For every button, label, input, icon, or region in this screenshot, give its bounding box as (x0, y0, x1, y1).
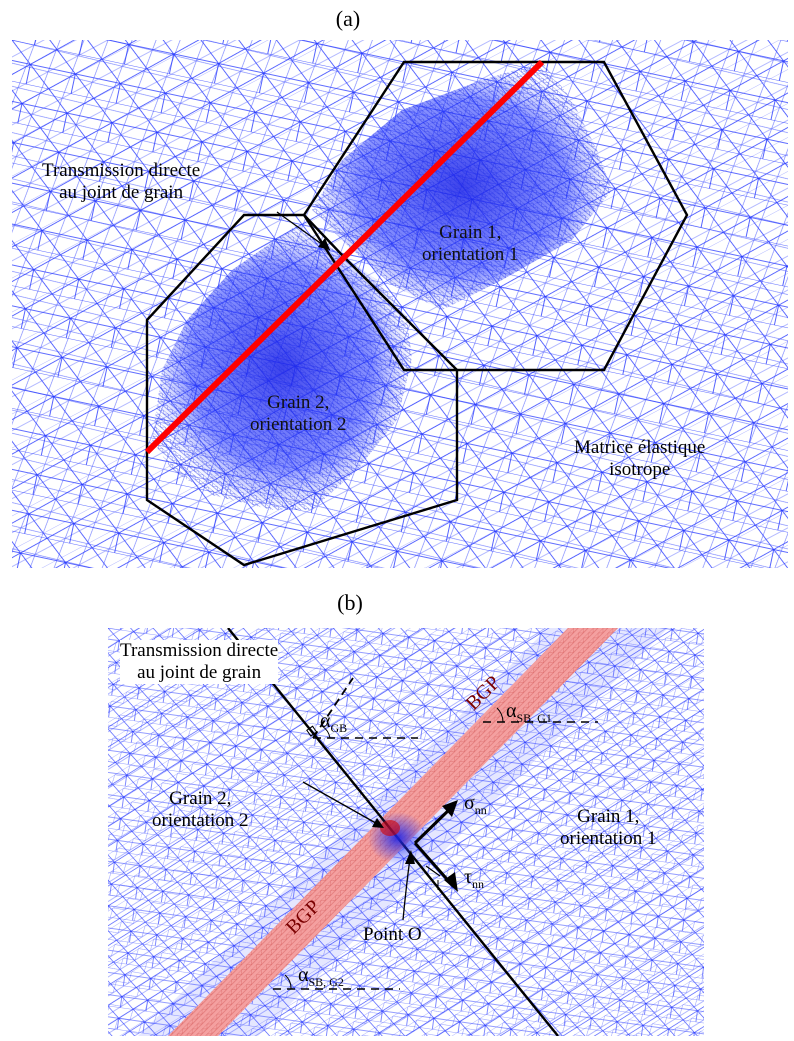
panel-b-alpha-gb-sub: GB (330, 721, 348, 735)
panel-a-grain2-line2: orientation 2 (250, 414, 347, 435)
panel-b-intersection-core (380, 820, 400, 836)
panel-a-grain2-line1: Grain 2, (267, 392, 330, 413)
panel-a-matrix-line1: Matrice élastique (574, 437, 706, 458)
panel-b-point-o-arrowhead (405, 850, 415, 864)
panel-b-alpha-gb-arc (321, 725, 331, 739)
panel-b-transmission-label: Transmission directe au joint de grain (120, 640, 279, 684)
panel-b-tau-nn-sub: nn (472, 877, 485, 891)
panel-a-transmission-line2: au joint de grain (59, 182, 184, 203)
panel-b-grain1-line1: Grain 1, (577, 806, 640, 827)
panel-a-transmission-arrowhead (318, 238, 330, 250)
panel-a-label: (a) (335, 6, 361, 31)
panel-b-alpha-gb: αGB (320, 710, 347, 736)
panel-b-alpha-sb-g2: αSB, G2 (298, 964, 344, 990)
panel-b-transmission-arrowhead (372, 818, 384, 828)
panel-b-transmission-line1: Transmission directe (120, 640, 279, 661)
panel-b-alpha-sb-g2-base: α (298, 964, 309, 986)
panel-a-transmission-label: Transmission directe au joint de grain (42, 160, 200, 204)
panel-b-alpha-sb-g1-sub: SB, G1 (516, 711, 552, 725)
panel-b-alpha-sb-g2-sub: SB, G2 (308, 975, 344, 989)
panel-a-fine-mesh-grain1 (312, 62, 612, 310)
panel-b-tau-tick (425, 865, 441, 877)
panel-a-fine-mesh-grain2 (152, 225, 412, 510)
panel-b-sigma-arrowhead (442, 800, 458, 817)
panel-a-transmission-line1: Transmission directe (42, 160, 201, 181)
panel-b-figure: Transmission directe au joint de grain G… (108, 628, 704, 1036)
panel-b-tau-arrowhead (444, 872, 458, 892)
panel-b-tau-nn: τnn (464, 866, 484, 892)
panel-b-right-angle-mark (306, 725, 318, 737)
panel-a-figure: Transmission directe au joint de grain G… (12, 40, 788, 568)
panel-b-transmission-arrow-line (302, 781, 382, 827)
panel-b-sigma-arrow-line (413, 804, 455, 845)
panel-a-grain2-label: Grain 2, orientation 2 (250, 392, 347, 436)
panel-b-sigma-nn: σnn (464, 792, 487, 818)
panel-b-svg (108, 628, 704, 1036)
panel-a-grain1-line1: Grain 1, (439, 222, 502, 243)
panel-b-point-o-label: Point O (363, 924, 422, 945)
panel-b-tau-nn-base: τ (464, 866, 473, 888)
panel-b-grain1-line2: orientation 1 (560, 828, 657, 849)
panel-b-alpha-sb-g2-arc (284, 974, 292, 990)
panel-a-slip-band (144, 59, 545, 455)
panel-b-alpha-sb-g1-arc (496, 707, 504, 723)
panel-b-transmission-line2: au joint de grain (137, 662, 262, 683)
panel-b-alpha-sb-g1-base: α (506, 700, 517, 722)
panel-a-grain2-outline (145, 213, 459, 567)
panel-b-grain2-label: Grain 2, orientation 2 (152, 788, 249, 832)
panel-a-grain1-line2: orientation 1 (422, 244, 519, 265)
panel-b-grain2-line1: Grain 2, (169, 788, 232, 809)
panel-b-grain1-label: Grain 1, orientation 1 (560, 806, 657, 850)
panel-a-matrix-label: Matrice élastique isotrope (574, 437, 705, 481)
panel-b-sigma-nn-sub: nn (474, 803, 487, 817)
panel-a-grain1-label: Grain 1, orientation 1 (422, 222, 519, 266)
panel-b-alpha-sb-g1: αSB, G1 (506, 700, 552, 726)
panel-b-label: (b) (337, 590, 363, 615)
panel-b-grain2-line2: orientation 2 (152, 810, 249, 831)
panel-b-sigma-nn-base: σ (464, 792, 475, 814)
panel-b-alpha-gb-base: α (320, 710, 331, 732)
panel-a-matrix-line2: isotrope (609, 459, 671, 480)
panel-a-svg (12, 40, 788, 568)
